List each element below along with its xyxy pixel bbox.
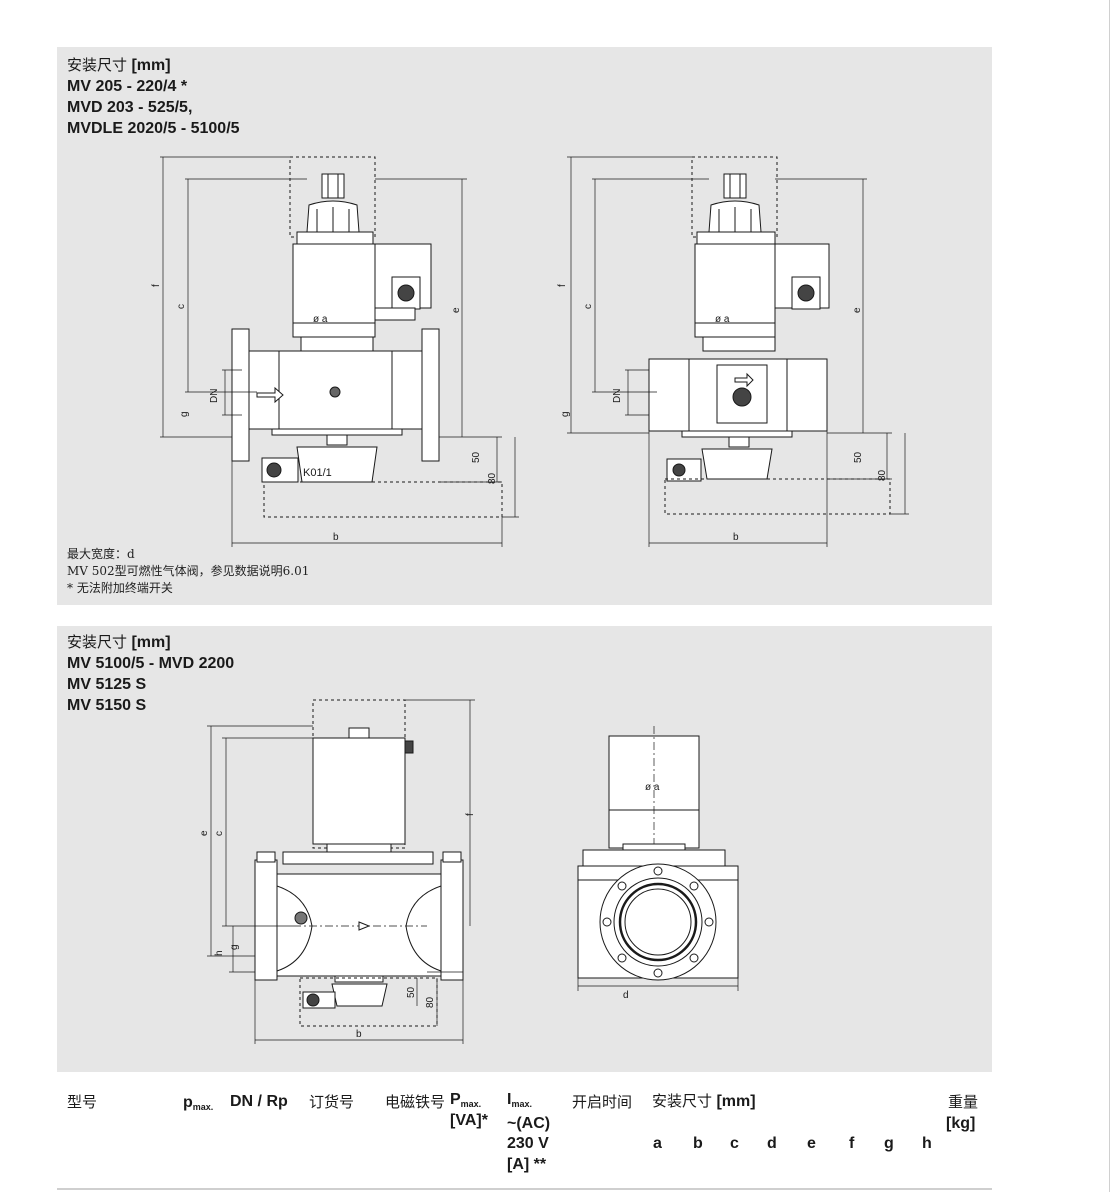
dim-label-g: g [560, 411, 571, 417]
panel1-heading: 安装尺寸 [mm] MV 205 - 220/4 * MVD 203 - 525… [67, 55, 240, 139]
col-coil: 电磁铁号 [385, 1093, 446, 1111]
note-line: * 无法附加终端开关 [67, 581, 173, 595]
dim-label-e: e [199, 830, 210, 836]
col-dn-rp: DN / Rp [230, 1093, 288, 1110]
dim-label-oa: ø a [715, 314, 730, 325]
col-weight: 重量 [948, 1093, 979, 1111]
dim-label-e: e [852, 307, 863, 313]
valve-drawings-2: e c f h g b 50 80 ø a d [199, 699, 739, 1044]
col-current-ac: ~(AC) [507, 1115, 551, 1132]
dim-label-c: c [214, 831, 225, 836]
model-line: MV 5100/5 - MVD 2200 [67, 655, 235, 672]
col-power: Pmax. [450, 1089, 481, 1115]
col-dim-e: e [807, 1135, 816, 1152]
col-current: Imax. [507, 1089, 532, 1115]
power-symbol: P [450, 1091, 461, 1108]
dim-label-f: f [557, 284, 568, 287]
col-dim-c: c [730, 1135, 739, 1152]
col-model: 型号 [67, 1093, 98, 1111]
dims-label: 安装尺寸 [652, 1092, 713, 1110]
heading-unit: [mm] [131, 634, 171, 651]
dimension-panel-2: 安装尺寸 [mm] MV 5100/5 - MVD 2200 MV 5125 S… [57, 626, 992, 1072]
pmax-subscript: max. [192, 1102, 214, 1112]
dim-label-c: c [583, 304, 594, 309]
model-line: MVD 203 - 525/5, [67, 99, 193, 116]
power-subscript: max. [460, 1099, 482, 1109]
page-edge [1109, 0, 1110, 1192]
dim-label-80: 80 [877, 469, 888, 481]
col-dim-f: f [849, 1135, 855, 1152]
dim-label-oa: ø a [313, 314, 328, 325]
panel2-heading: 安装尺寸 [mm] MV 5100/5 - MVD 2200 MV 5125 S… [67, 632, 234, 716]
col-dim-g: g [884, 1135, 894, 1152]
dimension-panel-1: 安装尺寸 [mm] MV 205 - 220/4 * MVD 203 - 525… [57, 47, 992, 605]
dim-label-f: f [151, 284, 162, 287]
table-divider [57, 1188, 992, 1190]
col-dim-h: h [922, 1135, 932, 1152]
large-valve-front-view [207, 699, 475, 1044]
dim-label-dn: DN [209, 389, 220, 403]
col-dims-heading: 安装尺寸 [mm] [652, 1091, 756, 1112]
switch-label: K01/1 [303, 467, 332, 479]
dim-label-80: 80 [487, 472, 498, 484]
dim-label-80: 80 [425, 996, 436, 1008]
col-current-voltage: 230 V [507, 1135, 549, 1152]
dim-label-b: b [333, 532, 339, 543]
dim-label-f: f [465, 813, 476, 816]
pmax-symbol: p [183, 1094, 193, 1111]
model-line: MVDLE 2020/5 - 5100/5 [67, 120, 240, 137]
heading-unit: [mm] [131, 57, 171, 74]
valve-drawings-1: f c e g DN ø a b 50 80 K01/1 f c e g DN … [151, 156, 909, 547]
dim-label-b: b [733, 532, 739, 543]
dim-label-oa: ø a [645, 782, 660, 793]
col-pmax: pmax. [183, 1092, 213, 1118]
col-dim-d: d [767, 1135, 777, 1152]
col-dim-b: b [693, 1135, 703, 1152]
col-order-no: 订货号 [309, 1093, 355, 1111]
col-weight-unit: [kg] [946, 1115, 976, 1132]
large-valve-flange-view [577, 726, 739, 991]
current-symbol: I [507, 1091, 512, 1108]
col-dim-a: a [653, 1135, 662, 1152]
dim-label-e: e [451, 307, 462, 313]
valve-front-view [160, 156, 519, 547]
col-power-unit: [VA]* [450, 1112, 488, 1129]
dim-label-50: 50 [471, 451, 482, 463]
dim-label-dn: DN [612, 389, 623, 403]
dim-label-50: 50 [853, 451, 864, 463]
dim-label-g: g [179, 411, 190, 417]
dim-label-g: g [229, 944, 240, 950]
note-line: MV 502型可燃性气体阀，参见数据说明6.01 [67, 564, 310, 578]
dims-unit: [mm] [716, 1093, 756, 1110]
dim-label-d: d [623, 990, 629, 1001]
model-line: MV 5150 S [67, 697, 147, 714]
heading-label: 安装尺寸 [67, 633, 128, 651]
dim-label-c: c [176, 304, 187, 309]
dim-label-50: 50 [406, 986, 417, 998]
heading-label: 安装尺寸 [67, 56, 128, 74]
valve-side-view [567, 156, 909, 547]
spec-table-header: 型号 pmax. DN / Rp 订货号 电磁铁号 Pmax. [VA]* Im… [57, 1085, 992, 1185]
panel1-notes: 最大宽度：d MV 502型可燃性气体阀，参见数据说明6.01 * 无法附加终端… [67, 546, 309, 597]
col-open-time: 开启时间 [572, 1093, 633, 1111]
note-line: 最大宽度：d [67, 547, 135, 561]
model-line: MV 205 - 220/4 * [67, 78, 188, 95]
current-subscript: max. [511, 1099, 532, 1109]
dim-label-h: h [214, 950, 225, 956]
model-line: MV 5125 S [67, 676, 147, 693]
dim-label-b: b [356, 1029, 362, 1040]
col-current-unit: [A] ** [507, 1156, 547, 1173]
